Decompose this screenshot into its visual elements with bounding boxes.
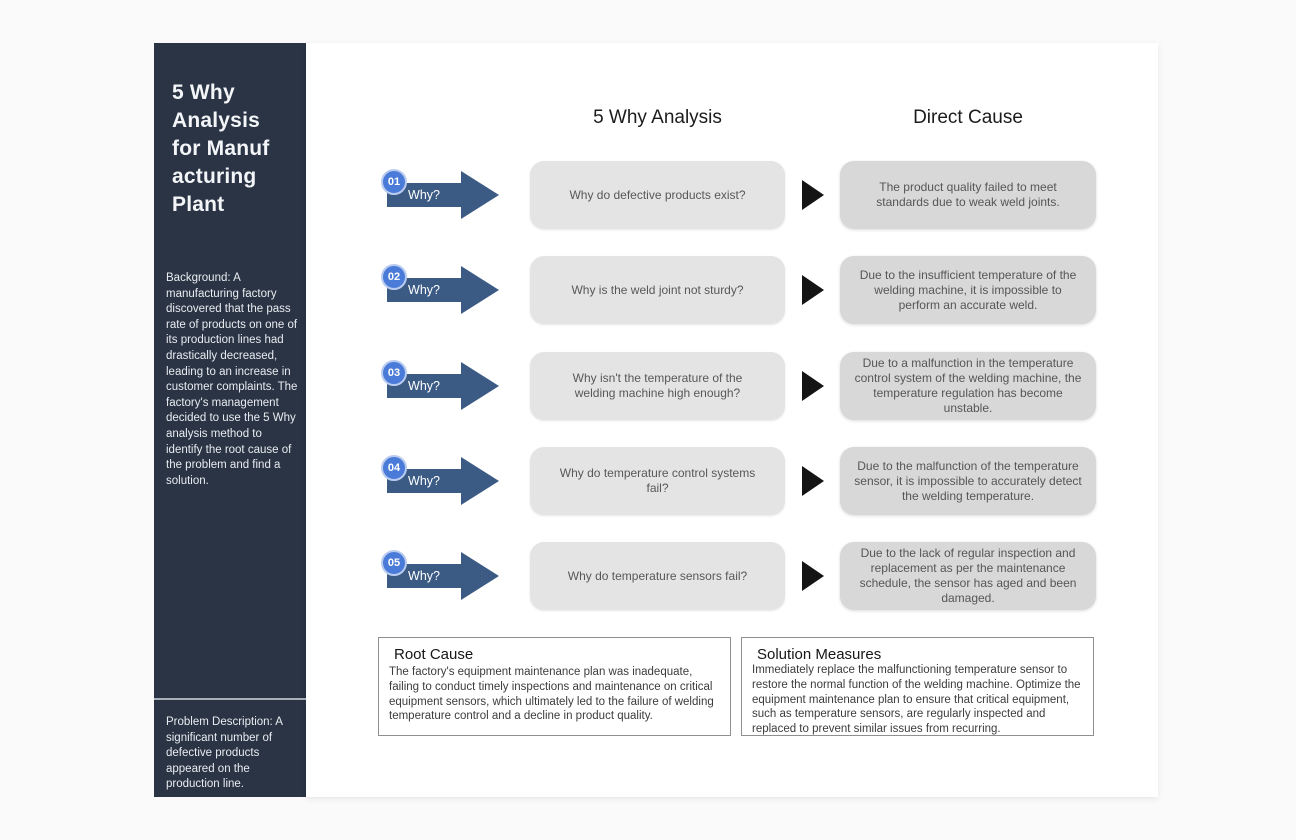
why-row-3: 03 Why? Why isn't the temperature of the… (306, 352, 1158, 420)
step-number-badge: 04 (381, 455, 407, 481)
root-cause-box: Root Cause The factory's equipment maint… (378, 637, 731, 736)
why-arrow: 04 Why? (381, 453, 501, 509)
why-row-5: 05 Why? Why do temperature sensors fail?… (306, 542, 1158, 610)
solution-measures-box: Solution Measures Immediately replace th… (741, 637, 1094, 736)
arrow-head-shape (461, 171, 499, 219)
step-number-badge: 05 (381, 550, 407, 576)
solution-measures-title: Solution Measures (757, 646, 882, 663)
main-panel: 5 Why Analysis Direct Cause 01 Why? Why … (306, 43, 1158, 797)
why-arrow: 05 Why? (381, 548, 501, 604)
question-box: Why isn't the temperature of the welding… (530, 352, 785, 420)
why-arrow-label: Why? (387, 374, 461, 398)
triangle-pointer-icon (802, 371, 824, 401)
background-text: Background: A manufacturing factory disc… (166, 272, 298, 487)
question-box: Why do defective products exist? (530, 161, 785, 229)
diagram-title: 5 Why Analysis for Manuf acturing Plant (172, 81, 270, 216)
arrow-head-shape (461, 362, 499, 410)
triangle-pointer-icon (802, 561, 824, 591)
why-row-2: 02 Why? Why is the weld joint not sturdy… (306, 256, 1158, 324)
question-box: Why is the weld joint not sturdy? (530, 256, 785, 324)
solution-measures-body: Immediately replace the malfunctioning t… (752, 664, 1081, 736)
sidebar: 5 Why Analysis for Manuf acturing Plant … (154, 43, 306, 797)
root-cause-body: The factory's equipment maintenance plan… (389, 666, 714, 723)
arrow-head-shape (461, 552, 499, 600)
why-arrow: 03 Why? (381, 358, 501, 414)
step-number-badge: 02 (381, 264, 407, 290)
cause-box: Due to the lack of regular inspection an… (840, 542, 1096, 610)
question-box: Why do temperature control systems fail? (530, 447, 785, 515)
arrow-head-shape (461, 266, 499, 314)
column-header-5why: 5 Why Analysis (593, 107, 722, 128)
triangle-pointer-icon (802, 180, 824, 210)
cause-box: The product quality failed to meet stand… (840, 161, 1096, 229)
why-row-1: 01 Why? Why do defective products exist?… (306, 161, 1158, 229)
problem-description-text: Problem Description: A significant numbe… (166, 716, 283, 791)
step-number-badge: 03 (381, 360, 407, 386)
root-cause-title: Root Cause (394, 646, 474, 663)
sidebar-divider (154, 698, 306, 700)
cause-box: Due to the malfunction of the temperatur… (840, 447, 1096, 515)
why-arrow-label: Why? (387, 469, 461, 493)
cause-box: Due to the insufficient temperature of t… (840, 256, 1096, 324)
column-header-direct-cause: Direct Cause (913, 107, 1023, 128)
why-arrow: 01 Why? (381, 167, 501, 223)
cause-box: Due to a malfunction in the temperature … (840, 352, 1096, 420)
triangle-pointer-icon (802, 466, 824, 496)
why-row-4: 04 Why? Why do temperature control syste… (306, 447, 1158, 515)
arrow-head-shape (461, 457, 499, 505)
triangle-pointer-icon (802, 275, 824, 305)
step-number-badge: 01 (381, 169, 407, 195)
question-box: Why do temperature sensors fail? (530, 542, 785, 610)
why-arrow: 02 Why? (381, 262, 501, 318)
why-arrow-label: Why? (387, 183, 461, 207)
